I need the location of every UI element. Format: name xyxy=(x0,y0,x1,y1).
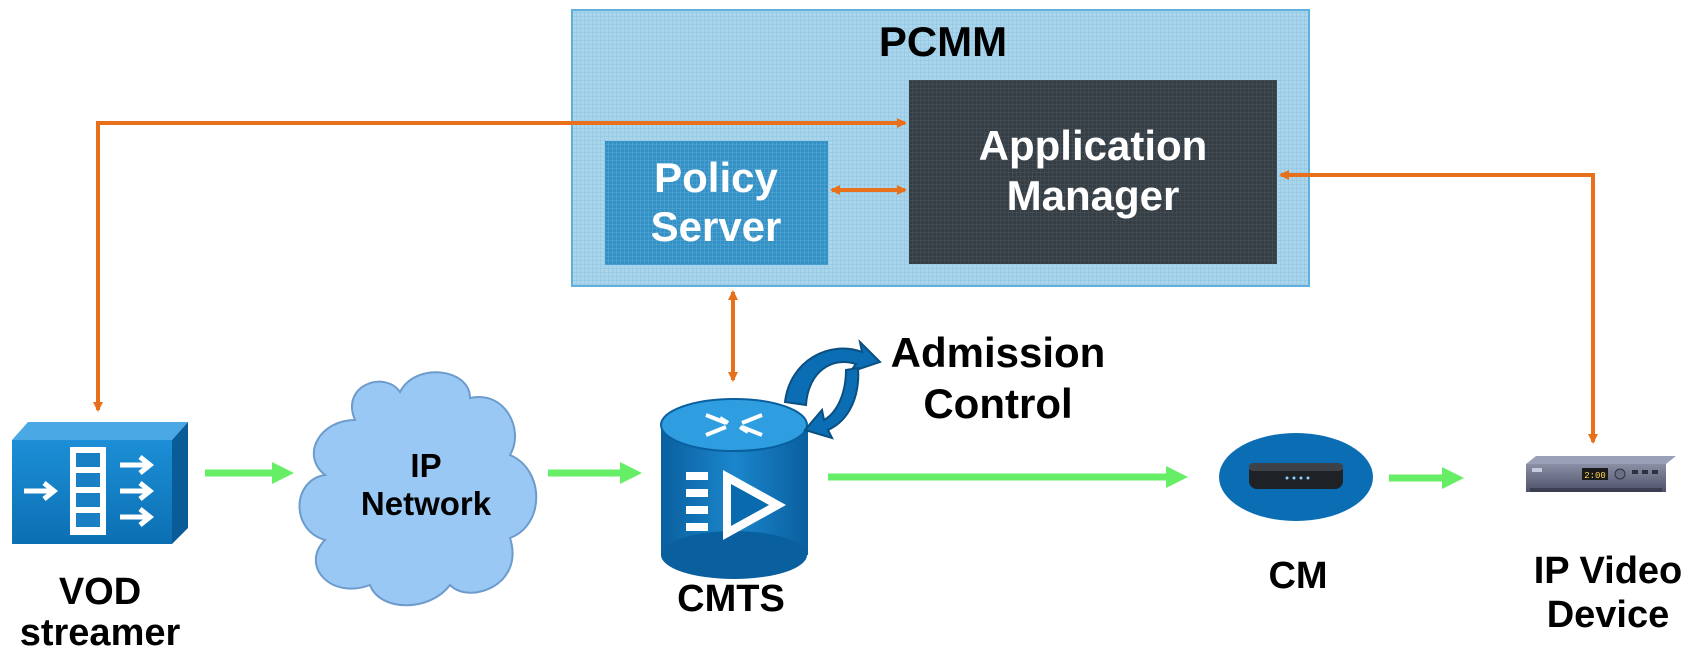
cm-icon xyxy=(1219,433,1373,521)
pcmm-title: PCMM xyxy=(879,18,1007,65)
admission-control-label-1: Admission xyxy=(891,329,1106,376)
admission-control-label-2: Control xyxy=(923,380,1072,427)
application-manager-label-2: Manager xyxy=(1007,172,1180,219)
cmts-label: CMTS xyxy=(677,578,785,620)
ip-video-device-label-2: Device xyxy=(1547,594,1670,636)
admission-control-arrow-icon xyxy=(783,338,882,440)
device-display: 2:00 xyxy=(1584,471,1606,481)
control-arrows xyxy=(93,118,1598,444)
data-flow-arrows xyxy=(205,462,1464,489)
policy-server-label-2: Server xyxy=(651,203,782,250)
policy-server: Policy Server xyxy=(605,141,828,265)
app-manager-to-device-arrow xyxy=(1279,170,1598,444)
vod-streamer-label-1: VOD xyxy=(59,571,141,613)
cmts-icon xyxy=(660,398,808,579)
application-manager: Application Manager xyxy=(909,80,1277,264)
policy-server-label-1: Policy xyxy=(654,154,778,201)
ip-video-device-label-1: IP Video xyxy=(1534,550,1683,592)
ip-network-label-2: Network xyxy=(361,485,492,522)
vod-streamer-label-2: streamer xyxy=(20,612,181,652)
ip-network-label-1: IP xyxy=(410,447,441,484)
application-manager-label-1: Application xyxy=(979,122,1208,169)
vod-streamer-icon xyxy=(12,422,188,544)
cm-label: CM xyxy=(1268,555,1327,597)
vod-to-app-manager-arrow xyxy=(93,118,907,412)
ip-video-device-icon: 2:00 xyxy=(1526,456,1676,492)
ip-network-cloud: IP Network xyxy=(298,371,538,607)
